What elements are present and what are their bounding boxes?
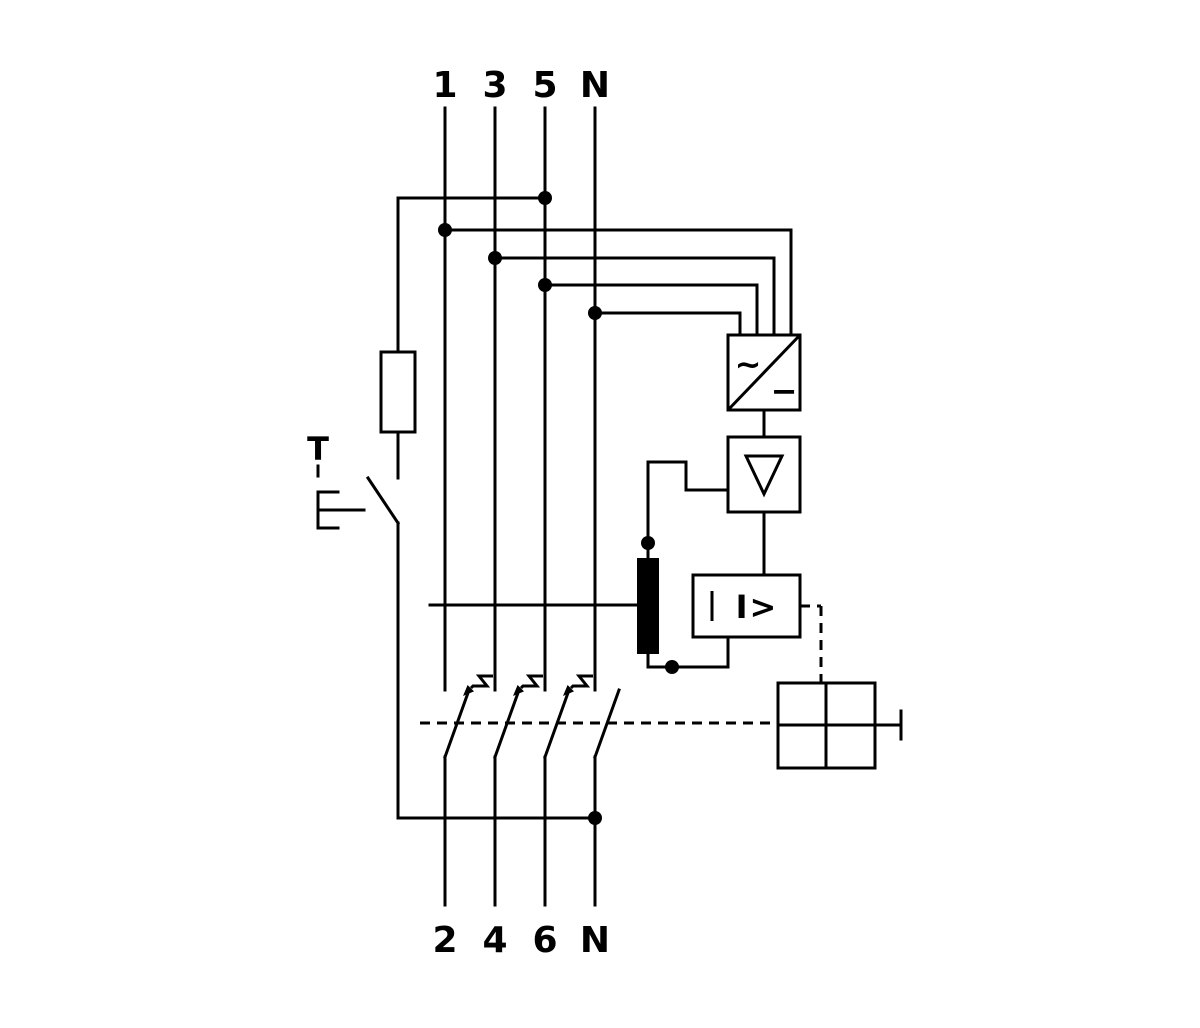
tap-wire-pole-5 xyxy=(543,283,759,337)
rectifier-dc-symbol: − xyxy=(771,372,798,410)
tap-wire-pole-3 xyxy=(493,256,776,337)
junction-dots-group xyxy=(438,191,679,825)
test-button-label: T xyxy=(307,430,329,468)
junction-dot xyxy=(665,660,679,674)
amplifier-triangle-icon xyxy=(743,454,785,498)
junction-dot xyxy=(588,306,602,320)
trip-linkage-group xyxy=(420,604,823,725)
wires-group xyxy=(316,106,903,907)
overcurrent-release-arrow-pole-3 xyxy=(513,674,543,696)
terminal-label-top-3: 3 xyxy=(482,65,507,106)
overcurrent-arrows-group xyxy=(463,674,593,696)
ct-secondary-lead-bottom xyxy=(646,635,730,669)
terminal-label-bottom-n: N xyxy=(580,920,610,961)
terminal-label-top-n: N xyxy=(580,65,610,106)
junction-dot xyxy=(538,278,552,292)
rectifier-diagonal xyxy=(726,333,802,412)
terminal-label-bottom-4: 4 xyxy=(482,920,507,961)
terminal-label-top-1: 1 xyxy=(432,65,457,106)
junction-dot xyxy=(488,251,502,265)
rectifier-ac-symbol: ~ xyxy=(735,345,762,383)
overcurrent-release-arrow-pole-5 xyxy=(563,674,593,696)
ct-secondary-lead-top xyxy=(646,460,730,560)
terminal-label-bottom-2: 2 xyxy=(432,920,457,961)
overcurrent-release-label: I> xyxy=(736,588,779,626)
junction-dot xyxy=(438,223,452,237)
junction-dot xyxy=(538,191,552,205)
test-resistor xyxy=(379,350,417,434)
terminal-label-bottom-6: 6 xyxy=(532,920,557,961)
junction-dot xyxy=(641,536,655,550)
current-transformer-bar xyxy=(637,558,659,654)
junction-dot xyxy=(588,811,602,825)
tap-wire-pole-n xyxy=(593,311,742,337)
test-switch-arm xyxy=(365,475,401,526)
blocks-group xyxy=(379,333,877,770)
terminal-label-top-5: 5 xyxy=(532,65,557,106)
overcurrent-release-arrow-pole-1 xyxy=(463,674,493,696)
tap-wire-pole-1 xyxy=(443,228,793,337)
amplifier-block xyxy=(726,435,802,514)
